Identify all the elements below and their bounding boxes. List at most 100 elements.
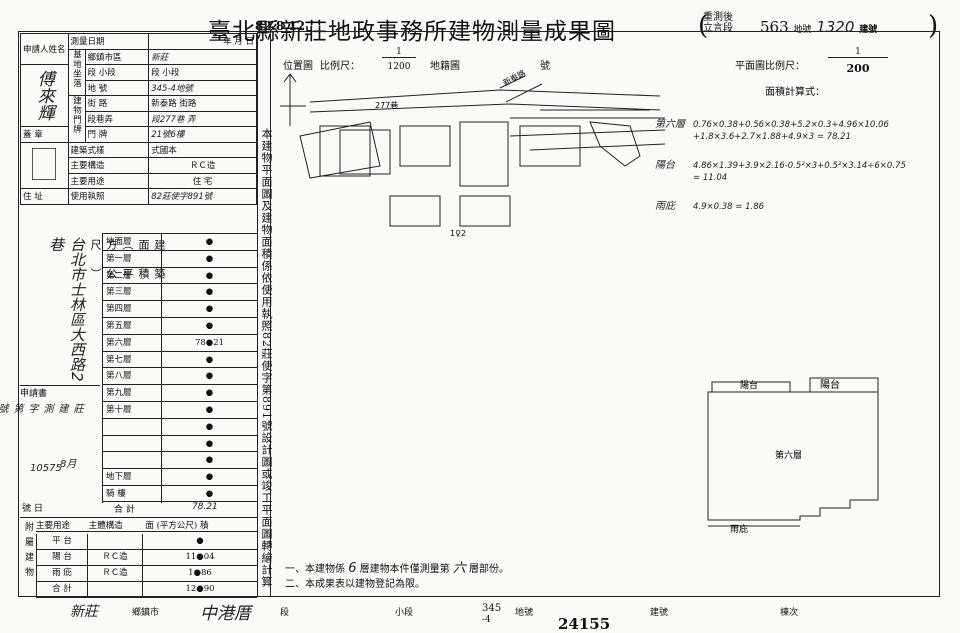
use-label: 主要用途 (67, 172, 150, 189)
calc-label: 第六層 (655, 119, 685, 130)
annex-area: 12●90 (142, 582, 257, 597)
map-road-edge-bottom (309, 103, 661, 113)
map-lot-3 (399, 125, 451, 167)
floor-value: ● (161, 486, 257, 503)
calc-expr: 4.9×0.38 = 1.86 (693, 202, 765, 212)
reissue-label: 重測後 立言段 (703, 12, 733, 34)
annex-struct: ＲＣ造 (87, 566, 142, 581)
reissue-label-top: 重測後 (703, 12, 733, 23)
floors-group-label: 建築面積（平方公尺） (89, 239, 166, 297)
map-road-branch (499, 75, 543, 103)
plan-scale-den: 200 (846, 62, 870, 75)
floor-row: 第五層● (102, 317, 257, 335)
floor-value: 78●21 (161, 334, 257, 352)
note-1-c: 六 (452, 561, 466, 576)
floor-row: 地面層● (102, 233, 257, 251)
lane-label: 段巷弄 (84, 110, 150, 127)
note-line-2: 二、本成果表以建物登記為限。 (285, 579, 425, 590)
map-road-label-2: 新泰路 (501, 68, 527, 88)
calc-line: = 11.04 (655, 173, 935, 183)
calc-line: 第六層 0.76×0.38+0.56×0.38+5.2×0.3+4.96×10.0… (655, 115, 935, 130)
annex-area: 1●86 (142, 566, 257, 581)
annex-row: 合 計 12●90 (36, 582, 257, 598)
style-value: 式國本 (148, 141, 257, 158)
annex-struct: ＲＣ造 (87, 550, 142, 565)
township-label: 鄉鎮市區 (84, 48, 150, 65)
seal-stamp-box (32, 147, 57, 180)
map-lot-4 (459, 121, 509, 187)
request-date: 8月 (60, 459, 77, 470)
floor-label: 第六層 (102, 334, 161, 352)
floor-row: 第三層● (102, 283, 257, 302)
floor-row: 第一層● (102, 249, 257, 268)
floor-label (102, 435, 161, 453)
floor-value: ● (161, 368, 257, 386)
building-group-label: 建物門牌 (67, 95, 86, 143)
section-value: 段 小段 (148, 64, 257, 81)
floor-row: 第二層● (102, 266, 257, 285)
footer-lot-label: 地號 (515, 608, 534, 618)
plan-balcony-label-2: 陽台 (820, 378, 840, 391)
total-label: 合 計 (114, 505, 135, 515)
column-divider-1 (257, 31, 258, 597)
no-label: 號 (540, 61, 550, 72)
bldg-no-label: 建號 (859, 25, 878, 35)
floor-value: ● (161, 469, 257, 486)
footer-subsection-label: 小段 (395, 608, 414, 618)
address-label: 住 址 (20, 188, 69, 205)
column-divider-2 (270, 31, 271, 597)
note-line-1: 一、本建物係 6 層建物本件僅測量第 六 層部份。 (285, 557, 509, 576)
floor-row: 第九層● (102, 384, 257, 402)
floor-value: ● (161, 267, 257, 285)
calc-expr: 4.86×1.39+3.9×2.16-0.5²×3+0.5²×3.14÷6×0.… (693, 161, 906, 171)
applicant-label: 申請人姓名 (20, 33, 69, 65)
use-value: 住 宅 (148, 172, 257, 189)
calc-line: +1.8×3.6+2.7×1.88+4.9×3 = 78.21 (655, 132, 935, 142)
calc-line: 雨庇 4.9×0.38 = 1.86 (655, 197, 935, 212)
request-handwritten: 10575 (30, 463, 62, 474)
note-1-a: 一、本建物係 (285, 564, 345, 575)
floor-value: ● (161, 250, 257, 268)
annex-use: 雨 庇 (36, 566, 87, 581)
floor-row: ● (102, 451, 257, 470)
lane-value: 段277巷 弄 (148, 110, 257, 127)
floor-row: 騎 樓● (102, 485, 257, 503)
floor-label: 地面層 (102, 234, 161, 251)
annex-area: 11●04 (142, 550, 257, 565)
date-stamp: 82.8.12 (255, 19, 306, 33)
floor-label: 第九層 (102, 385, 161, 402)
floor-label: 第十層 (102, 402, 161, 419)
annex-struct (87, 534, 142, 549)
location-scale-num: 1 (382, 47, 416, 58)
floor-label: 第七層 (102, 351, 161, 369)
calc-expr: +1.8×3.6+2.7×1.88+4.9×3 = 78.21 (693, 132, 851, 142)
annex-group-label: 附屬建物 (23, 522, 33, 582)
map-lot-mark: 1♀2 (450, 229, 466, 238)
request-no: 莊建測字第 號 (0, 403, 82, 413)
annex-col-use: 主要用途 (36, 521, 71, 531)
annex-area: ● (142, 534, 257, 549)
location-map-label: 位置圖 (283, 61, 313, 72)
annex-use: 平 台 (36, 534, 87, 549)
floor-value: ● (161, 402, 257, 419)
calc-label: 雨庇 (655, 201, 675, 212)
annex-use: 陽 台 (36, 550, 87, 565)
footer-stamp-no: 24155 (558, 615, 611, 633)
cadastral-label: 地籍圖 (430, 61, 460, 72)
annex-use: 合 計 (36, 582, 87, 597)
footer-lot: 345 (482, 603, 502, 614)
request-label: 申請書 (20, 385, 100, 399)
floor-value: ● (161, 284, 257, 302)
floor-value: ● (161, 301, 257, 318)
map-lot-6 (459, 195, 511, 227)
floor-value: ● (161, 318, 257, 335)
footer-township-label: 鄉鎮市 (132, 608, 160, 618)
reissue-label-bottom: 立言段 (703, 23, 733, 34)
calc-expr: 0.76×0.38+0.56×0.38+5.2×0.3+4.96×10.06 (693, 120, 889, 130)
floor-label: 第五層 (102, 318, 161, 335)
annex-col-struct: 主體構造 (88, 521, 123, 531)
lot-no-label: 地號 (793, 25, 812, 35)
address-value: 台北市士林區大西路2巷 (47, 237, 86, 382)
